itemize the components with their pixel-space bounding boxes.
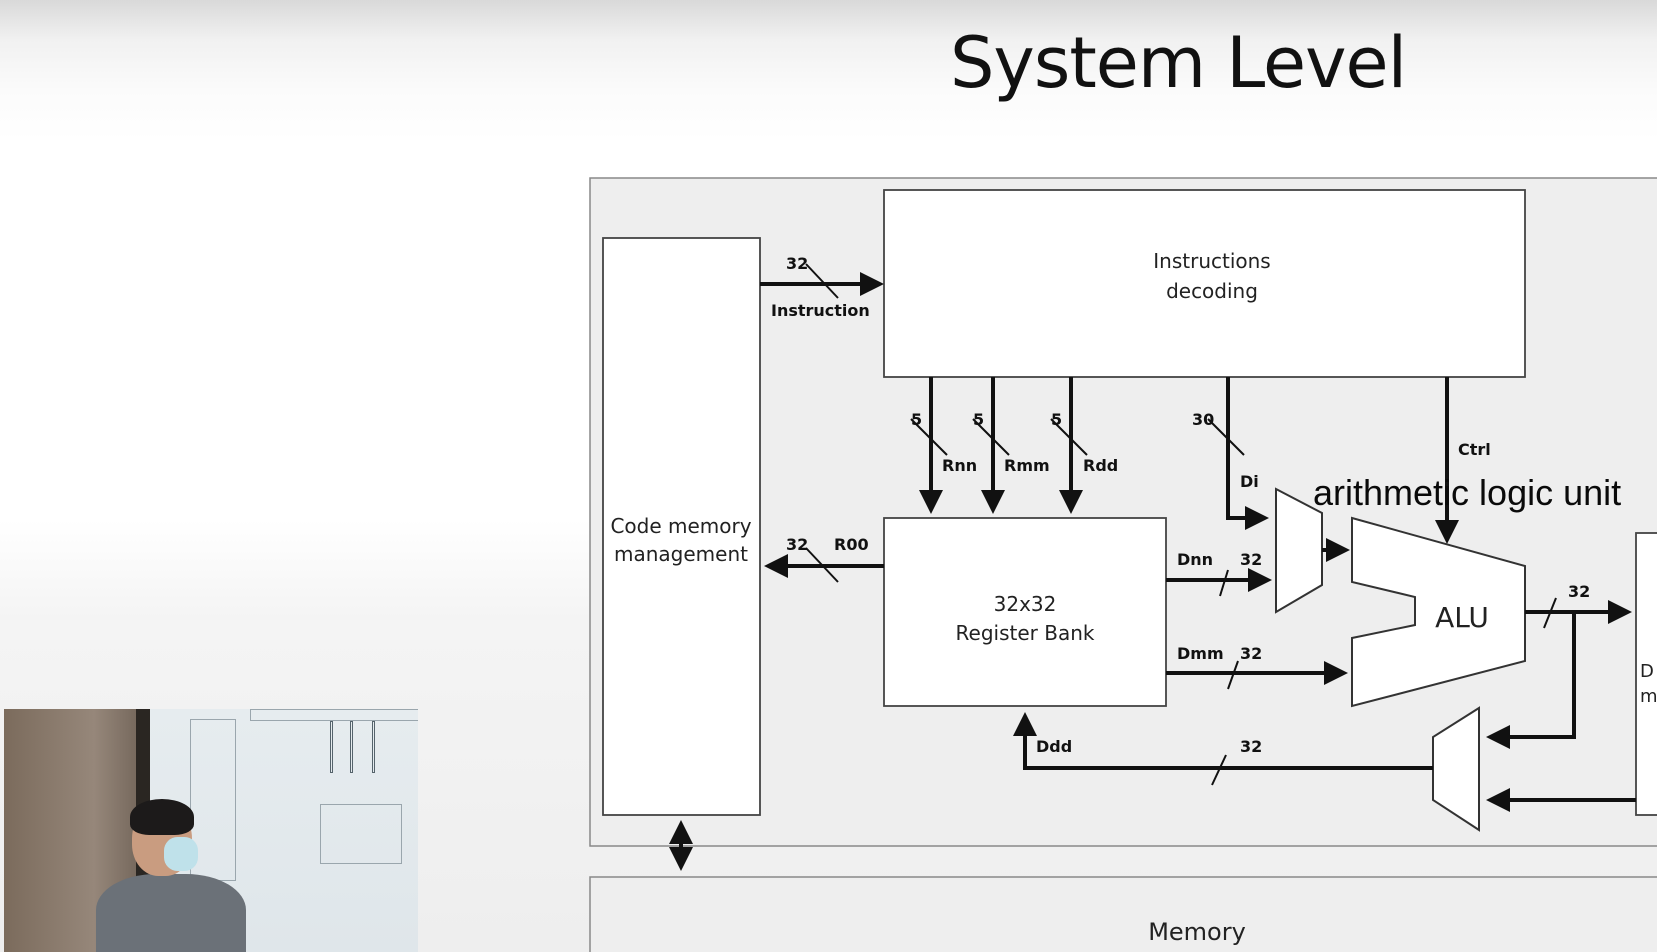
writeback-mux (1432, 706, 1480, 832)
dmm-slash (1227, 660, 1239, 690)
r00-slash (805, 547, 839, 583)
dnn-label: Dnn (1177, 550, 1213, 569)
data-memory-label-1: D (1640, 661, 1654, 682)
dmm-width: 32 (1240, 644, 1262, 663)
alu-block (1351, 516, 1526, 708)
presenter-mask (164, 837, 198, 871)
dmm-label: Dmm (1177, 644, 1224, 663)
alu-feedback (1486, 612, 1576, 749)
regbank-label-2: Register Bank (956, 621, 1095, 645)
rdd-width: 5 (1051, 410, 1062, 429)
code-memory-label-2: management (614, 542, 748, 566)
instructions-decoding-block (883, 189, 1526, 378)
presenter-webcam (4, 709, 418, 952)
code-memory-label-1: Code memory (610, 514, 751, 538)
memory-label: Memory (1148, 918, 1246, 946)
input-mux (1275, 487, 1323, 614)
r00-width: 32 (786, 535, 808, 554)
alu-out-width: 32 (1568, 582, 1590, 601)
rdd-label: Rdd (1083, 456, 1118, 475)
ddd-width: 32 (1240, 737, 1262, 756)
ddd-label: Ddd (1036, 737, 1072, 756)
data-memory-block (1635, 532, 1657, 816)
rmm-slash (972, 418, 1010, 456)
instructions-label-1: Instructions (1153, 249, 1270, 273)
ctrl-label: Ctrl (1458, 440, 1491, 459)
ddd-slash (1211, 754, 1227, 786)
rdd-slash (1050, 418, 1088, 456)
di-slash (1207, 418, 1245, 456)
di-bus (1226, 377, 1269, 530)
rnn-label: Rnn (942, 456, 977, 475)
rmm-label: Rmm (1004, 456, 1050, 475)
instructions-label-2: decoding (1166, 279, 1258, 303)
r00-label: R00 (834, 535, 869, 554)
di-width: 30 (1192, 410, 1214, 429)
alu-out-slash (1543, 597, 1557, 629)
register-bank-block (883, 517, 1167, 707)
presenter-body (96, 874, 246, 952)
ddd-bus (1013, 712, 1433, 770)
slide-title: System Level (950, 22, 1407, 104)
data-memory-label-2: m (1640, 686, 1657, 707)
alu-label: ALU (1435, 601, 1489, 634)
rmm-width: 5 (973, 410, 984, 429)
presenter-hair (130, 799, 194, 835)
instruction-width: 32 (786, 254, 808, 273)
regbank-label-1: 32x32 (994, 592, 1057, 616)
instruction-label: Instruction (771, 301, 870, 320)
alu-annotation: arithmetic logic unit (1313, 472, 1621, 513)
rnn-slash (910, 418, 948, 456)
rnn-width: 5 (911, 410, 922, 429)
instruction-bus-slash (805, 263, 839, 299)
di-label: Di (1240, 472, 1259, 491)
dnn-slash (1219, 569, 1229, 597)
code-memory-block (602, 237, 761, 816)
dnn-width: 32 (1240, 550, 1262, 569)
memory-panel (589, 876, 1657, 952)
